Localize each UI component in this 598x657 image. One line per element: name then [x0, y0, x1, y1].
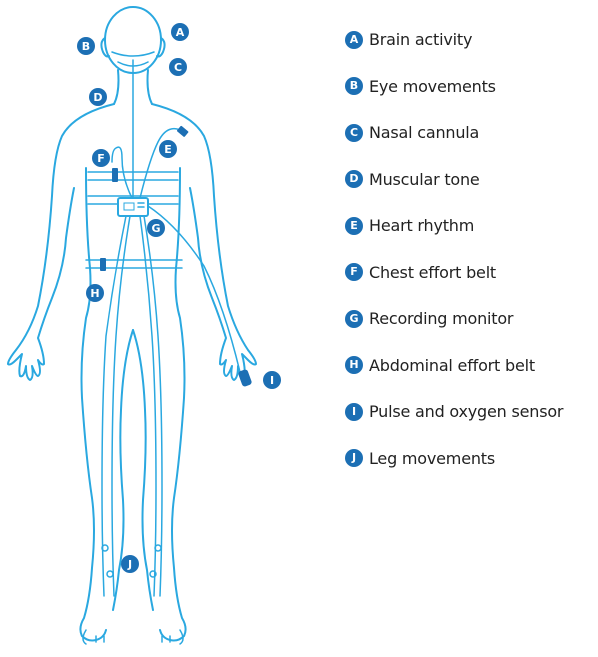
right-leg-outline [160, 168, 186, 641]
legend-label: Nasal cannula [369, 123, 479, 142]
callout-c: C [169, 58, 187, 76]
left-leg-outline [80, 168, 106, 641]
legend-label: Recording monitor [369, 309, 513, 328]
legend-item-eye-movements: B Eye movements [345, 69, 595, 104]
legend-item-abdominal-effort-belt: H Abdominal effort belt [345, 348, 595, 383]
legend-badge-b: B [345, 77, 363, 95]
heart-sensor [177, 125, 189, 137]
callout-i: I [263, 371, 281, 389]
body-outline [8, 7, 256, 644]
callout-h-label: H [90, 287, 99, 300]
legend-badge-d: D [345, 170, 363, 188]
callout-e: E [159, 140, 177, 158]
callout-c-label: C [174, 61, 182, 74]
legend-badge-i: I [345, 403, 363, 421]
abdominal-belt-sensor [100, 258, 106, 271]
callout-i-label: I [270, 374, 274, 387]
callout-h: H [86, 284, 104, 302]
callout-j-label: J [127, 558, 132, 571]
body-diagram: A B C D E F G H I J [0, 0, 330, 657]
legend-badge-e: E [345, 217, 363, 235]
callout-g: G [147, 219, 165, 237]
legend-badge-c: C [345, 124, 363, 142]
callout-e-label: E [164, 143, 172, 156]
legend-item-heart-rhythm: E Heart rhythm [345, 208, 595, 243]
recording-monitor [118, 198, 148, 216]
callout-b-label: B [82, 40, 90, 53]
legend-item-muscular-tone: D Muscular tone [345, 162, 595, 197]
legend: A Brain activity B Eye movements C Nasal… [345, 22, 595, 487]
legend-badge-j: J [345, 449, 363, 467]
face-mask-line [112, 52, 154, 56]
callout-a-label: A [176, 26, 185, 39]
legend-label: Chest effort belt [369, 263, 496, 282]
legend-item-pulse-and-oxygen-sensor: I Pulse and oxygen sensor [345, 394, 595, 429]
callout-j: J [121, 555, 139, 573]
callout-d: D [89, 88, 107, 106]
legend-badge-g: G [345, 310, 363, 328]
callout-b: B [77, 37, 95, 55]
legend-label: Brain activity [369, 30, 472, 49]
legend-label: Heart rhythm [369, 216, 474, 235]
legend-label: Eye movements [369, 77, 496, 96]
legend-badge-a: A [345, 31, 363, 49]
legend-label: Muscular tone [369, 170, 480, 189]
legend-item-nasal-cannula: C Nasal cannula [345, 115, 595, 150]
legend-item-brain-activity: A Brain activity [345, 22, 595, 57]
callout-g-label: G [151, 222, 160, 235]
callout-d-label: D [93, 91, 102, 104]
pulse-sensor [238, 369, 253, 387]
legend-item-leg-movements: J Leg movements [345, 441, 595, 476]
callout-a: A [171, 23, 189, 41]
callout-f: F [92, 149, 110, 167]
left-arm-outline [8, 104, 114, 380]
callout-f-label: F [97, 152, 105, 165]
legend-label: Abdominal effort belt [369, 356, 535, 375]
legend-badge-h: H [345, 356, 363, 374]
legend-item-chest-effort-belt: F Chest effort belt [345, 255, 595, 290]
legend-label: Leg movements [369, 449, 495, 468]
legend-badge-f: F [345, 263, 363, 281]
legend-item-recording-monitor: G Recording monitor [345, 301, 595, 336]
legend-label: Pulse and oxygen sensor [369, 402, 563, 421]
abdominal-belt [86, 258, 182, 271]
chest-belt-sensor [112, 168, 118, 182]
